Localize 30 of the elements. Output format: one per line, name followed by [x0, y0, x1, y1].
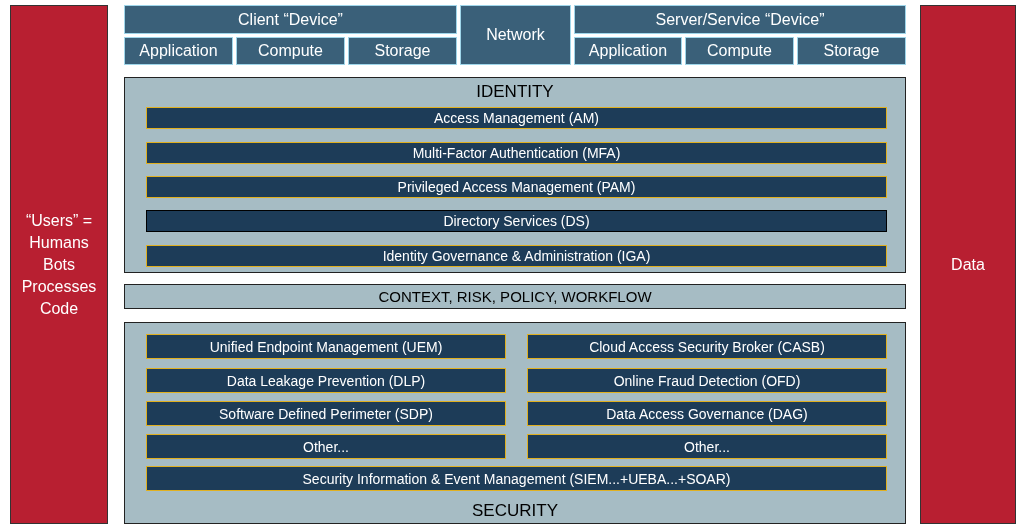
component-box: Compute	[236, 37, 345, 65]
network-box: Network	[460, 5, 571, 65]
context-band: CONTEXT, RISK, POLICY, WORKFLOW	[124, 284, 906, 309]
component-box: Storage	[348, 37, 457, 65]
capability-bar: Unified Endpoint Management (UEM)	[146, 334, 506, 359]
capability-bar: Data Access Governance (DAG)	[527, 401, 887, 426]
panel-title: IDENTITY	[475, 82, 555, 102]
side-panel: “Users” = Humans Bots Processes Code	[10, 5, 108, 524]
capability-bar: Privileged Access Management (PAM)	[146, 176, 887, 198]
capability-bar: Security Information & Event Management (SIEM...+UEBA...+SOAR)	[146, 466, 887, 491]
side-panel: Data	[920, 5, 1016, 524]
component-box: Application	[574, 37, 682, 65]
component-box: Compute	[685, 37, 794, 65]
layer-header: Server/Service “Device”	[574, 5, 906, 34]
capability-bar: Access Management (AM)	[146, 107, 887, 129]
layer-header: Client “Device”	[124, 5, 457, 34]
capability-bar: Identity Governance & Administration (IGA)	[146, 245, 887, 267]
security-panel	[124, 322, 906, 524]
panel-title: SECURITY	[471, 501, 559, 521]
capability-bar: Other...	[527, 434, 887, 459]
capability-bar: Software Defined Perimeter (SDP)	[146, 401, 506, 426]
identity-panel	[124, 77, 906, 273]
capability-bar: Online Fraud Detection (OFD)	[527, 368, 887, 393]
capability-bar: Data Leakage Prevention (DLP)	[146, 368, 506, 393]
capability-bar: Multi-Factor Authentication (MFA)	[146, 142, 887, 164]
capability-bar: Directory Services (DS)	[146, 210, 887, 232]
capability-bar: Other...	[146, 434, 506, 459]
component-box: Storage	[797, 37, 906, 65]
component-box: Application	[124, 37, 233, 65]
capability-bar: Cloud Access Security Broker (CASB)	[527, 334, 887, 359]
